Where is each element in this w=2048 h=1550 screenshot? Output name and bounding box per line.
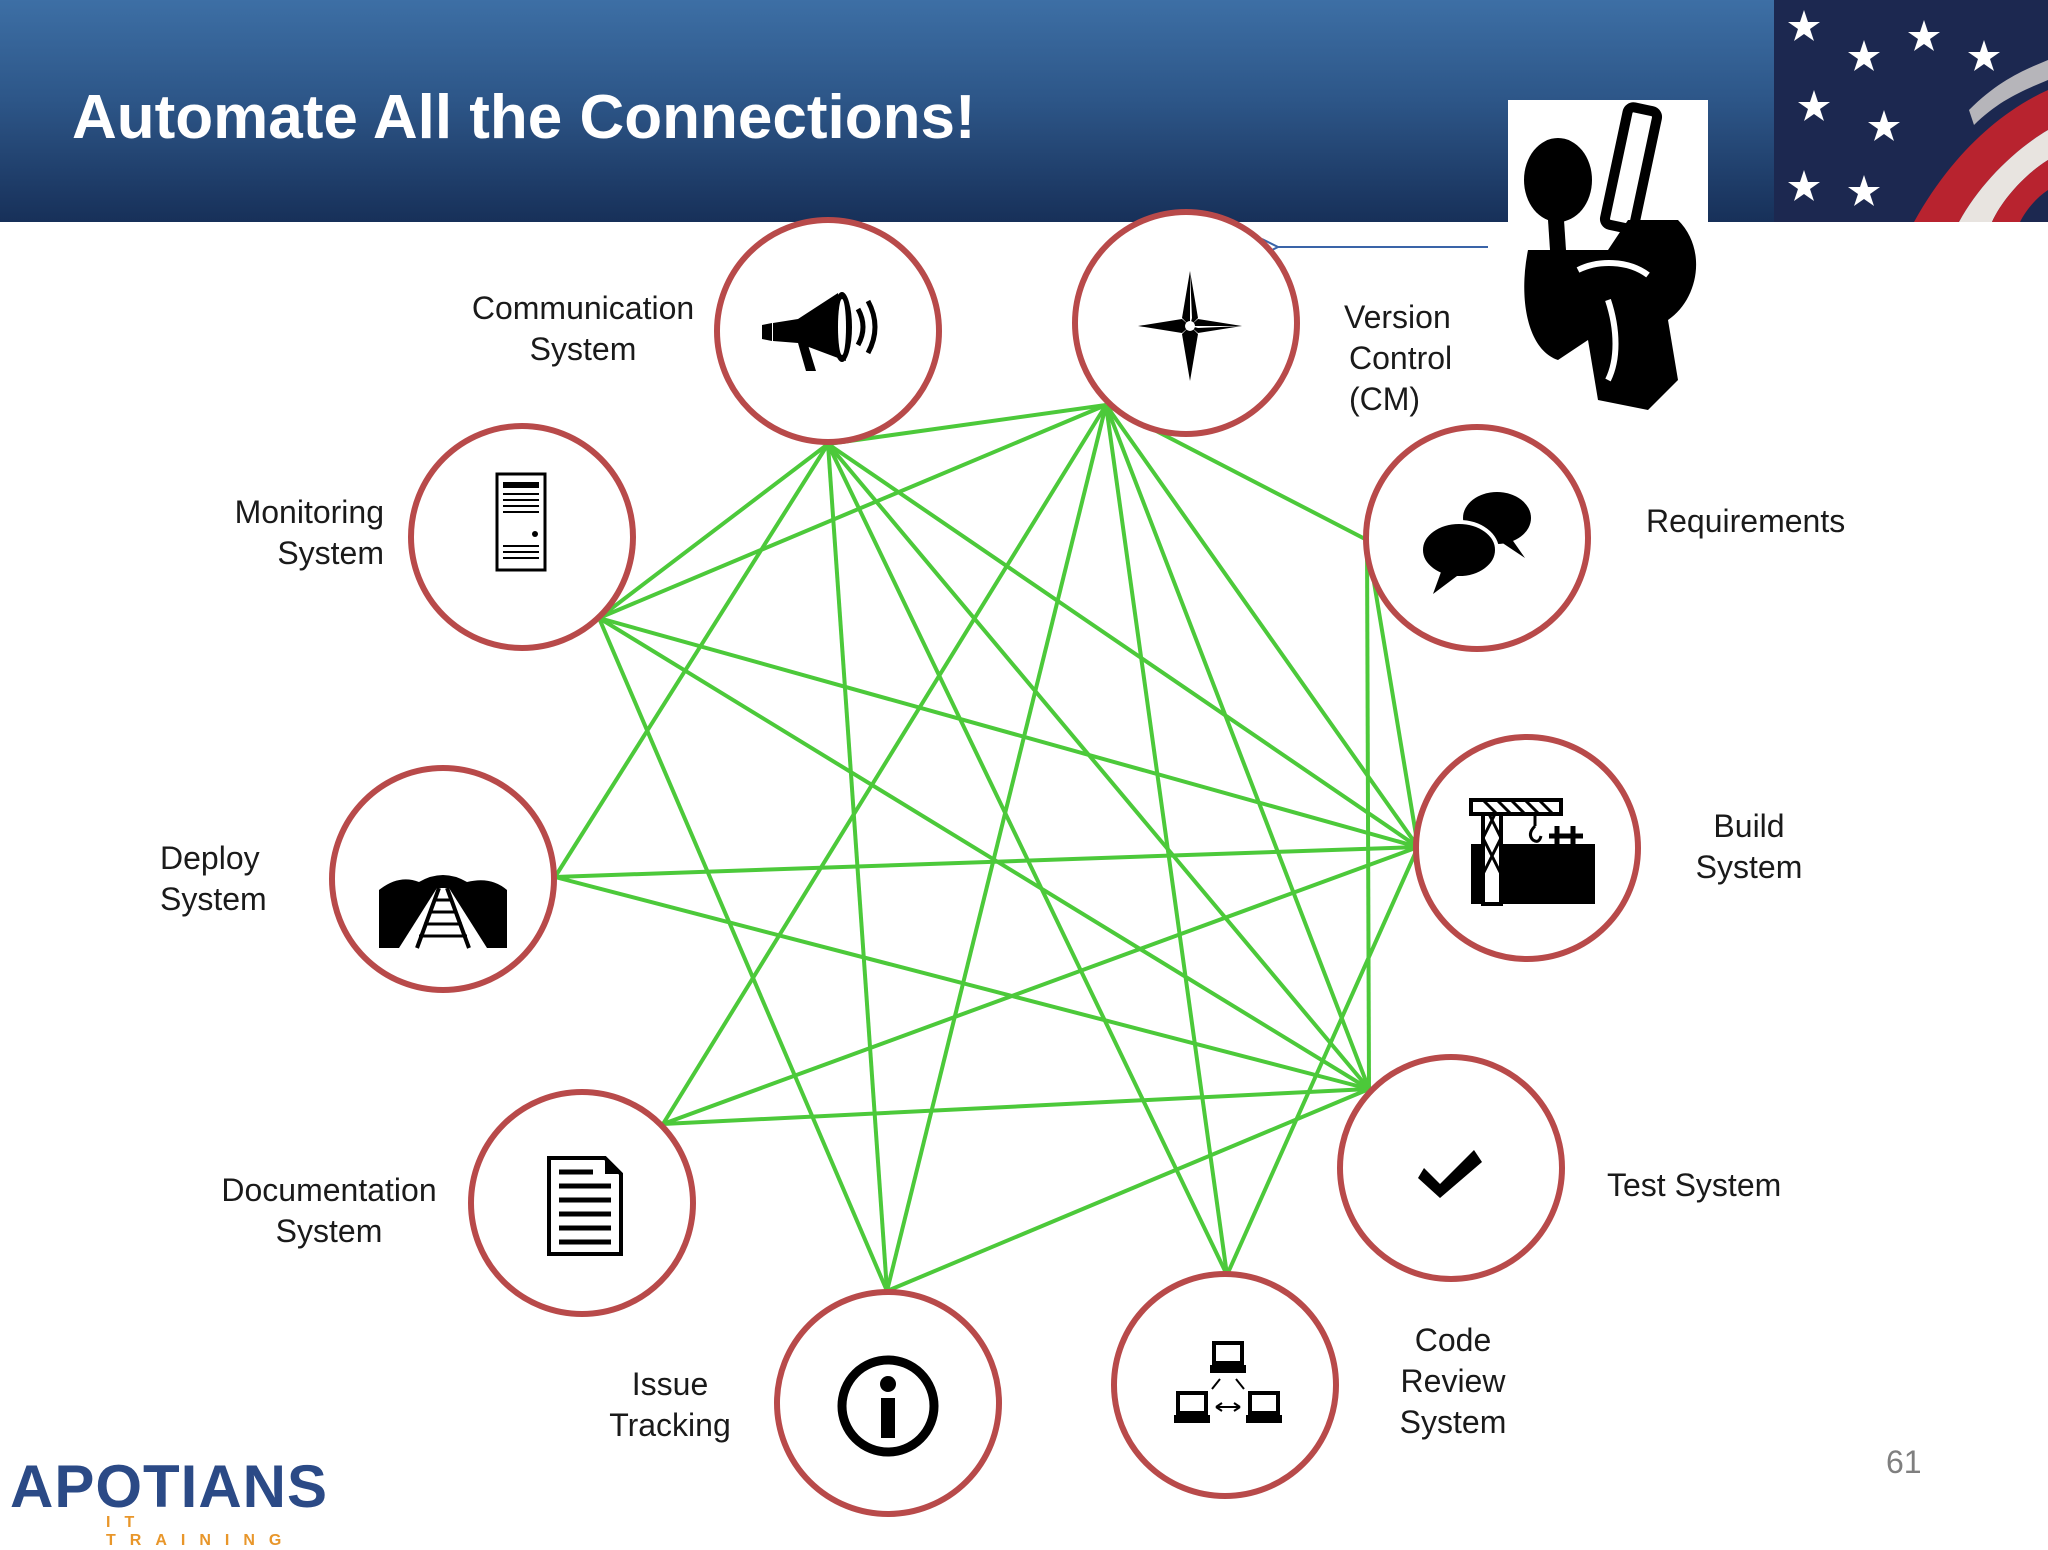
- node-circle-test[interactable]: [1337, 1054, 1565, 1282]
- network-computers-icon: [1174, 1341, 1282, 1423]
- label-documentation: Documentation System: [208, 1170, 450, 1252]
- connection-line-communication-monitoring: [597, 442, 830, 620]
- label-line: System: [529, 331, 637, 367]
- connection-line-build-code-review: [1225, 846, 1420, 1276]
- connection-line-documentation-test: [662, 1087, 1370, 1126]
- label-line: Test System: [1607, 1167, 1782, 1203]
- label-build: Build System: [1686, 806, 1812, 888]
- label-line: Requirements: [1646, 503, 1846, 539]
- label-requirements: Requirements: [1646, 501, 1845, 542]
- american-flag-icon: [1774, 0, 2048, 222]
- label-line: (CM): [1349, 381, 1421, 417]
- connection-line-monitoring-build: [598, 616, 1419, 849]
- apotians-logo: APOTIANS IT TRAINING: [10, 1456, 327, 1550]
- connection-line-communication-version-control: [827, 403, 1107, 446]
- label-line: System: [275, 1213, 383, 1249]
- page-title: Automate All the Connections!: [72, 83, 976, 152]
- label-line: System: [160, 881, 267, 917]
- connection-line-deploy-build: [554, 845, 1419, 879]
- chat-bubbles-icon: [1419, 492, 1531, 594]
- connection-line-version-control-build: [1104, 403, 1420, 849]
- label-line: System: [1399, 1404, 1507, 1440]
- label-line: Control: [1349, 340, 1453, 376]
- construction-crane-icon: [1469, 798, 1595, 906]
- connection-line-communication-build: [826, 442, 1420, 849]
- connection-line-version-control-monitoring: [598, 403, 1107, 620]
- joystick-icon: [1508, 100, 1708, 415]
- megaphone-icon: [762, 292, 878, 371]
- label-line: Documentation: [221, 1172, 437, 1208]
- label-line: Communication: [471, 290, 695, 326]
- label-line: Monitoring: [234, 494, 384, 530]
- label-monitoring: Monitoring System: [196, 492, 384, 574]
- label-line: Code: [1414, 1322, 1492, 1358]
- label-line: Issue: [631, 1366, 709, 1402]
- label-deploy: Deploy System: [160, 838, 267, 920]
- label-test: Test System: [1607, 1165, 1781, 1206]
- document-icon: [547, 1156, 623, 1256]
- compass-star-icon: [1138, 271, 1242, 381]
- label-line: System: [277, 535, 384, 571]
- connection-line-monitoring-test: [597, 616, 1371, 1091]
- checkmark-icon: [1418, 1150, 1482, 1198]
- connection-line-requirements-test: [1365, 539, 1371, 1090]
- connection-line-version-control-issue-tracking: [885, 404, 1108, 1292]
- connection-lines: [553, 403, 1420, 1293]
- connection-line-deploy-test: [554, 875, 1370, 1091]
- label-version-control: Version Control (CM): [1344, 297, 1452, 420]
- connection-line-version-control-test: [1104, 404, 1371, 1090]
- connection-line-monitoring-issue-tracking: [597, 617, 889, 1292]
- label-line: Build: [1713, 808, 1785, 844]
- connection-line-communication-deploy: [553, 442, 830, 879]
- node-circle-code-review[interactable]: [1111, 1271, 1339, 1499]
- label-line: Version: [1344, 299, 1451, 335]
- label-line: System: [1695, 849, 1803, 885]
- connection-line-documentation-build: [662, 845, 1419, 1126]
- connection-line-requirements-build: [1365, 539, 1420, 848]
- connection-line-issue-tracking-test: [886, 1087, 1370, 1293]
- connection-line-version-control-code-review: [1104, 404, 1229, 1276]
- server-tower-icon: [495, 472, 547, 572]
- connection-line-communication-test: [826, 442, 1371, 1091]
- page-number: 61: [1886, 1444, 1922, 1480]
- label-communication: Communication System: [462, 288, 704, 370]
- logo-name: APOTIANS: [10, 1453, 329, 1520]
- label-line: Deploy: [160, 840, 260, 876]
- label-issue-tracking: Issue Tracking: [600, 1364, 740, 1446]
- connection-line-version-control-documentation: [661, 403, 1108, 1126]
- label-line: Review: [1400, 1363, 1506, 1399]
- logo-subtitle: IT TRAINING: [106, 1514, 296, 1549]
- railroad-track-icon: [379, 875, 507, 949]
- info-icon: [837, 1355, 939, 1457]
- label-code-review: Code Review System: [1386, 1320, 1520, 1443]
- label-line: Tracking: [609, 1407, 731, 1443]
